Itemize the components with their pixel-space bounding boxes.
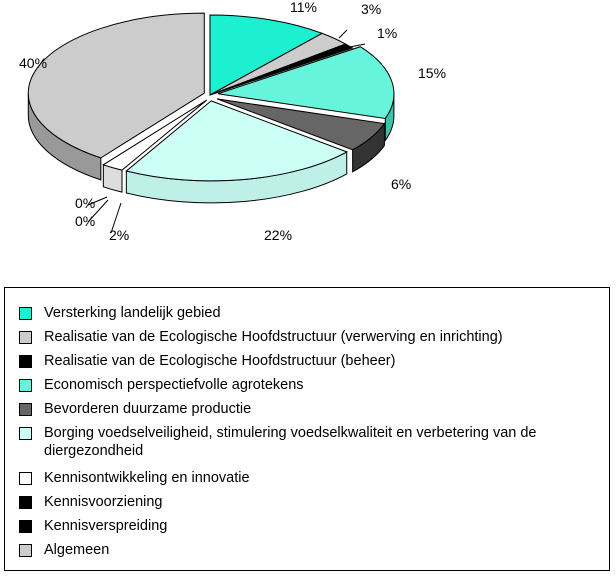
slice-percentage-label: 11% (290, 0, 317, 15)
legend-swatch (19, 355, 32, 368)
legend-label: Kennisontwikkeling en innovatie (44, 470, 250, 486)
pie-chart: 11% 3% 1% 15% 6% 22% 2% 0% 0% 40% (19, 0, 446, 243)
leader-line (338, 29, 348, 39)
pie-slice (27, 12, 205, 159)
leader-line (87, 199, 109, 223)
legend-swatch (19, 496, 32, 509)
legend-item: Borging voedselveiligheid, stimulering v… (19, 424, 604, 460)
legend-item: Realisatie van de Ecologische Hoofdstruc… (19, 352, 604, 370)
pie-slice (102, 99, 208, 171)
legend: Versterking landelijk gebied Realisatie … (4, 287, 610, 571)
legend-swatch (19, 403, 32, 416)
leader-line (87, 196, 108, 206)
slice-percentage-label: 22% (264, 227, 292, 243)
legend-label: Kennisverspreiding (44, 518, 168, 534)
pie-slice (125, 100, 348, 182)
legend-label: Realisatie van de Ecologische Hoofdstruc… (44, 329, 503, 345)
legend-item: Economisch perspectiefvolle agrotekens (19, 376, 604, 394)
slice-percentage-label: 0% (75, 213, 95, 229)
legend-item: Algemeen (19, 541, 604, 559)
slice-percentage-label: 0% (75, 195, 95, 211)
legend-item: Kennisverspreiding (19, 517, 604, 535)
legend-swatch (19, 472, 32, 485)
pie-slice (209, 14, 324, 96)
slice-percentage-label: 3% (361, 1, 381, 17)
legend-item: Kennisontwikkeling en innovatie (19, 469, 604, 487)
pie-slice (217, 46, 395, 120)
legend-label: Borging voedselveiligheid, stimulering v… (44, 425, 537, 459)
legend-swatch (19, 520, 32, 533)
leader-lines (87, 29, 366, 234)
legend-label: Economisch perspectiefvolle agrotekens (44, 377, 304, 393)
legend-item: Versterking landelijk gebied (19, 304, 604, 322)
slice-percentage-label: 1% (377, 25, 397, 41)
slice-percentage-label: 40% (19, 55, 47, 71)
legend-swatch (19, 427, 32, 440)
slice-percentage-label: 15% (418, 65, 446, 81)
pie-slice (216, 98, 386, 151)
legend-label: Bevorderen duurzame productie (44, 401, 252, 417)
legend-item: Realisatie van de Ecologische Hoofdstruc… (19, 328, 604, 346)
legend-label: Realisatie van de Ecologische Hoofdstruc… (44, 353, 396, 369)
leader-line (349, 43, 366, 48)
slice-percentage-label: 2% (109, 227, 129, 243)
pie-slice (209, 43, 354, 96)
legend-label: Kennisvoorziening (44, 494, 163, 510)
legend-item: Kennisvoorziening (19, 493, 604, 511)
pie-top-slices (27, 12, 395, 182)
legend-swatch (19, 331, 32, 344)
legend-swatch (19, 307, 32, 320)
legend-label: Algemeen (44, 542, 110, 558)
leader-line (110, 202, 122, 234)
legend-swatch (19, 379, 32, 392)
legend-swatch (19, 544, 32, 557)
slice-percentage-label: 6% (391, 176, 411, 192)
legend-label: Versterking landelijk gebied (44, 305, 221, 321)
percentage-labels: 11% 3% 1% 15% 6% 22% 2% 0% 0% 40% (19, 0, 446, 243)
legend-item: Bevorderen duurzame productie (19, 400, 604, 418)
